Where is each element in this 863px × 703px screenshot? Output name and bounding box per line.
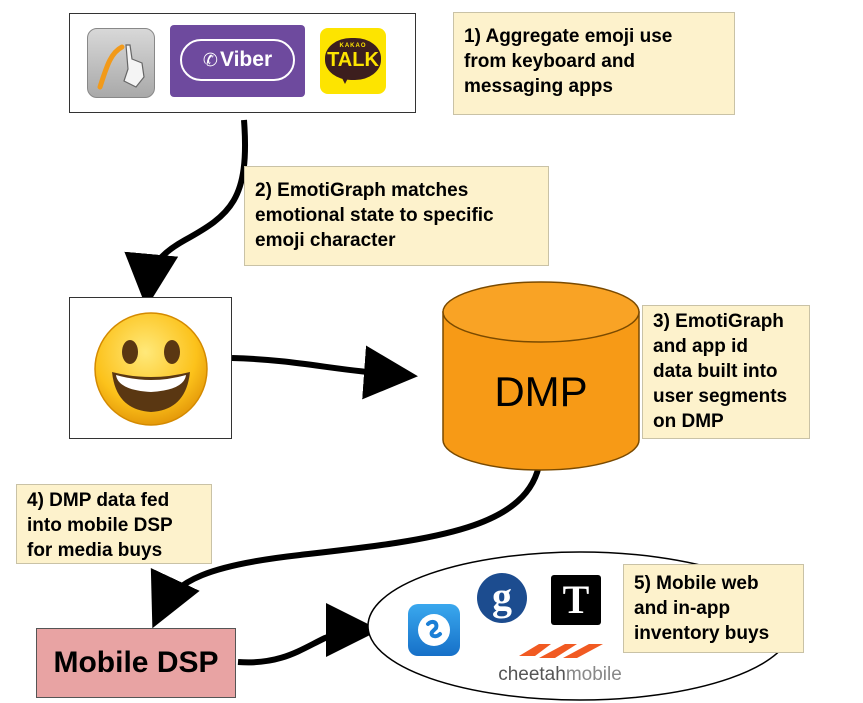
- kakaotalk-app-logo: KAKAO TALK: [320, 28, 386, 94]
- viber-label: Viber: [219, 48, 273, 71]
- arrow-dmp-to-dsp: [150, 459, 543, 629]
- nytimes-app-logo: T: [551, 575, 601, 625]
- grinning-face-emoji-icon: [94, 312, 208, 426]
- cheetah-label: cheetah: [498, 664, 566, 685]
- letter-t-icon: T: [562, 577, 590, 622]
- phone-icon: ✆: [202, 49, 218, 70]
- step-3-note: 3) EmotiGraph and app id data built into…: [642, 305, 810, 439]
- emoji-box: [69, 297, 232, 439]
- swype-app-icon: [87, 28, 155, 98]
- cheetah-mobile-logo: cheetahmobile: [495, 640, 625, 690]
- guardian-app-logo: g: [477, 573, 527, 623]
- mobile-label: mobile: [565, 664, 622, 685]
- swipe-gesture-icon: [97, 44, 145, 90]
- arrow-emoji-to-dmp: [231, 345, 418, 400]
- step-4-note: 4) DMP data fed into mobile DSP for medi…: [16, 484, 212, 564]
- kakao-small-label: KAKAO: [339, 43, 367, 49]
- mobile-dsp-box: Mobile DSP: [36, 628, 236, 698]
- step-5-note: 5) Mobile web and in-app inventory buys: [623, 564, 804, 653]
- shazam-icon: [418, 614, 450, 646]
- arrow-apps-to-emoji: [124, 119, 248, 308]
- arrow-dsp-to-inventory: [237, 603, 380, 666]
- viber-app-logo: ✆ Viber: [170, 25, 305, 97]
- talk-label: TALK: [327, 49, 379, 71]
- dmp-label: DMP: [494, 368, 588, 415]
- step-2-note: 2) EmotiGraph matches emotional state to…: [244, 166, 549, 266]
- mobile-dsp-label: Mobile DSP: [53, 646, 219, 679]
- letter-g-icon: g: [492, 574, 512, 619]
- shazam-app-logo: [408, 604, 460, 656]
- cheetah-swoosh-icon: [519, 644, 603, 658]
- step-1-note: 1) Aggregate emoji use from keyboard and…: [453, 12, 735, 115]
- messaging-apps-box: ✆ Viber KAKAO TALK: [69, 13, 416, 113]
